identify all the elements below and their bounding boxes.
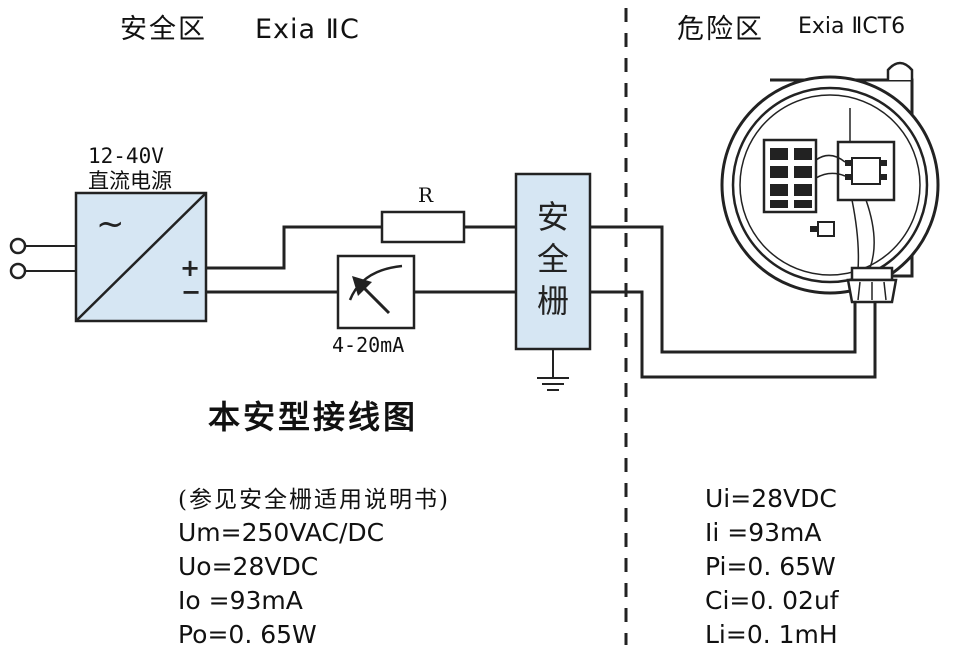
safety-barrier: 安 全 栅 [514,172,592,351]
indicator-box [817,221,835,237]
hazard-spec-line: Ci=0. 02uf [705,586,840,615]
barrier-char-2: 全 [537,240,569,278]
hazard-zone-rating: Exia ⅡCT6 [798,14,905,39]
resistor [380,210,466,244]
resistor-label: R [418,183,434,207]
hazard-spec-line: Ui=28VDC [705,484,837,513]
hazard-spec-line: Li=0. 1mH [705,620,838,649]
meter-label: 4-20mA [332,333,404,357]
terminal-top [9,237,27,255]
transmitter-housing [720,61,940,295]
top-plug [886,61,914,80]
barrier-char-1: 安 [537,198,569,236]
wire-positive [206,225,382,270]
power-voltage-label: 12-40V [88,144,164,168]
power-name-label: 直流电源 [88,169,172,193]
safe-zone-title: 安全区 [120,14,207,45]
safe-zone-rating: Exia ⅡC [255,14,360,45]
input-terminals [9,237,76,280]
safe-spec-line: Uo=28VDC [178,552,318,581]
safe-spec-line: Io =93mA [178,586,303,615]
hazard-spec-line: Pi=0. 65W [705,552,836,581]
wire-hazard-2 [590,290,877,379]
safe-spec-line: Um=250VAC/DC [178,518,384,547]
ground-icon [537,349,569,391]
hazard-zone-title: 危险区 [677,14,764,45]
safe-spec-line: Po=0. 65W [178,620,317,649]
ac-symbol: ~ [96,204,125,244]
safe-spec-note: (参见安全栅适用说明书) [178,487,450,513]
dc-power-supply: ~ + − [74,191,208,323]
minus-sign: − [181,278,201,306]
wire-hazard-1 [590,225,857,354]
terminal-bottom [9,262,27,280]
diagram-title: 本安型接线图 [208,398,418,436]
cable-gland [846,266,898,304]
ammeter [336,254,416,330]
hazard-spec-line: Ii =93mA [705,518,821,547]
plus-sign: + [180,254,200,282]
needle-arrow [352,276,372,296]
barrier-char-3: 栅 [537,282,569,320]
